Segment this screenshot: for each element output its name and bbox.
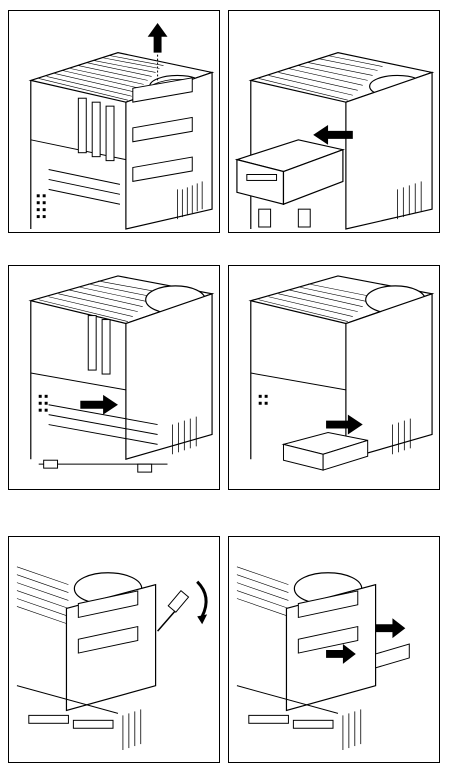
computer-illustration [28, 22, 215, 230]
computer-illustration [16, 566, 208, 751]
screwdriver-icon [157, 580, 208, 632]
panel-remove-drive-cage [228, 265, 440, 490]
computer-illustration [248, 275, 435, 471]
arrow-left-icon [313, 124, 353, 145]
bracket [375, 643, 410, 669]
panel-slide-tray [8, 265, 220, 490]
computer-illustration [28, 275, 215, 473]
computer-illustration [234, 52, 435, 230]
drive-cage [281, 431, 369, 471]
arrow-right-icon [80, 394, 118, 415]
panel-remove-bracket [228, 536, 440, 763]
computer-illustration [236, 566, 410, 751]
arrow-right-icon [326, 618, 406, 664]
panel-pull-out-drive-cage [228, 10, 440, 233]
arrow-up-icon [147, 22, 168, 83]
drive-cage [234, 139, 346, 206]
panel-loosen-screw [8, 536, 220, 763]
panel-remove-cover [8, 10, 220, 233]
arrow-right-icon [326, 414, 363, 435]
